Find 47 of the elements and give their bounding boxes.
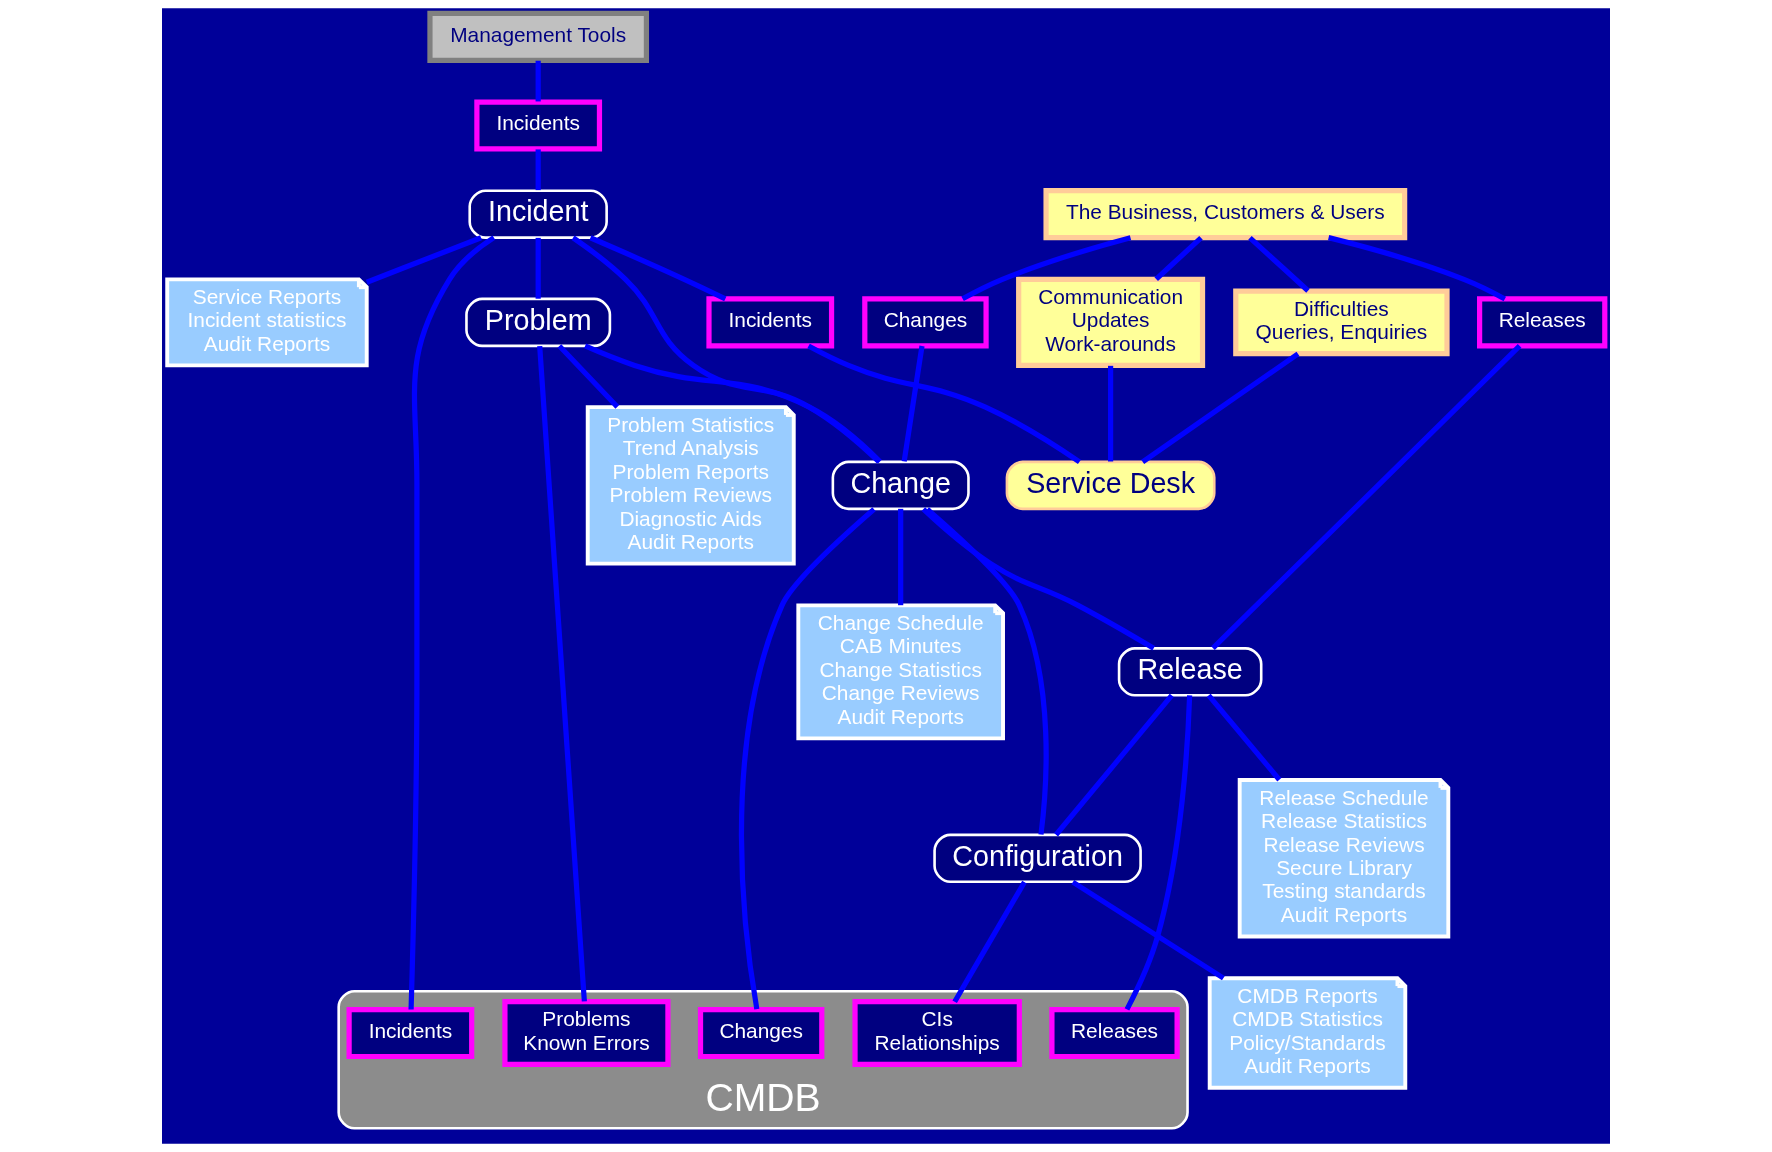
node-box: Problem	[465, 297, 612, 348]
connector	[1054, 693, 1174, 837]
connector	[535, 149, 541, 191]
node-box: The Business, Customers & Users	[1043, 188, 1408, 241]
node-box: Communication Updates Work-arounds	[1016, 276, 1206, 369]
node-box: Change	[831, 460, 970, 511]
node-box: Release	[1117, 647, 1263, 697]
connector	[571, 235, 881, 464]
node-box: Changes	[697, 1006, 825, 1060]
connector	[961, 235, 1132, 302]
node-box: Incidents	[474, 99, 603, 152]
connector	[1124, 695, 1193, 1011]
connector	[408, 235, 496, 1010]
node-box: Problems Known Errors	[502, 999, 671, 1067]
node-box: Configuration	[933, 833, 1142, 884]
node-box: Incident	[468, 189, 608, 239]
node-box: Service Desk	[1005, 460, 1216, 511]
connector	[738, 507, 876, 1010]
connector	[584, 343, 882, 464]
connector	[901, 345, 925, 462]
connector	[807, 343, 1081, 464]
connector	[1154, 235, 1203, 282]
node-box: Difficulties Queries, Enquiries	[1233, 288, 1450, 357]
node-box: Management Tools	[427, 10, 649, 63]
connector	[537, 345, 587, 1002]
connector	[921, 507, 1156, 651]
node-box: Incidents	[706, 296, 835, 349]
connector	[1141, 351, 1300, 464]
connector	[1211, 344, 1522, 650]
connector	[1248, 235, 1310, 293]
connector	[1327, 235, 1507, 302]
node-box: Releases	[1477, 296, 1608, 349]
node-box: Incidents	[346, 1006, 475, 1060]
node-box: Changes	[862, 296, 989, 349]
connector	[1071, 879, 1225, 981]
node-box: Releases	[1049, 1006, 1180, 1060]
connector	[925, 507, 1049, 835]
connector	[1108, 365, 1114, 462]
connector	[898, 508, 904, 606]
connector	[1206, 693, 1282, 782]
connector	[557, 344, 620, 409]
node-box: CIs Relationships	[852, 999, 1022, 1067]
connector	[535, 237, 541, 299]
connector	[952, 880, 1027, 1003]
connector	[535, 60, 541, 102]
connector	[365, 235, 482, 285]
connector	[589, 235, 727, 302]
